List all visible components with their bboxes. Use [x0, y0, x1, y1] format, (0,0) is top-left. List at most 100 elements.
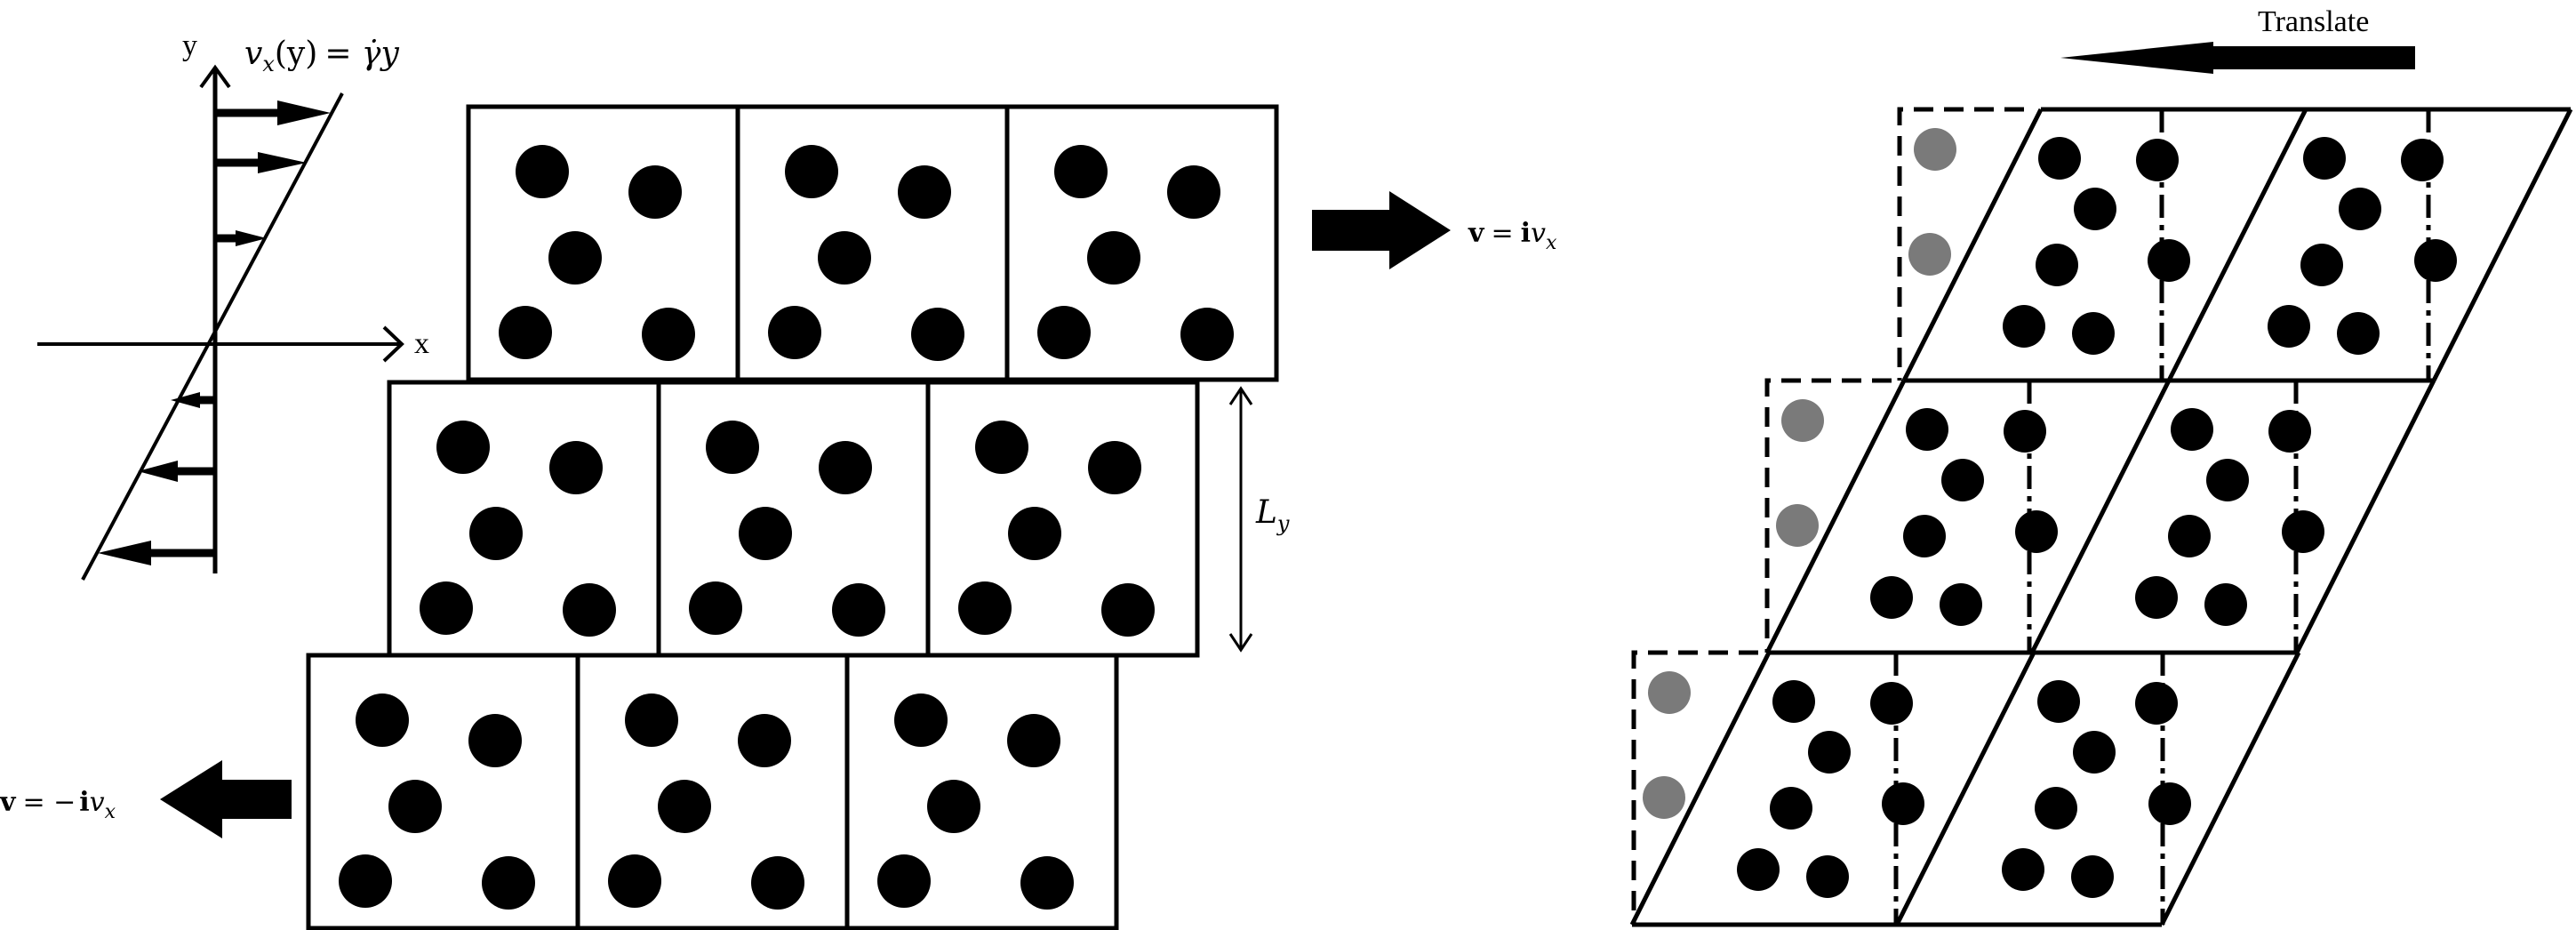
particle [2038, 137, 2081, 180]
particle [339, 854, 392, 908]
particle [2204, 583, 2247, 626]
particle [356, 693, 409, 747]
particle [1941, 459, 1984, 501]
particle [1903, 515, 1946, 557]
particle [1772, 680, 1815, 723]
particle [548, 231, 602, 285]
particle [499, 306, 552, 359]
image-particle [1643, 776, 1685, 819]
image-particle [1914, 128, 1956, 171]
sheared-cell-edge [2294, 379, 2436, 654]
periodic-box [575, 653, 850, 930]
particle [1088, 441, 1141, 494]
bottom-row-velocity-arrow [160, 760, 292, 838]
particle [2135, 682, 2178, 725]
sheared-cell-grid [1629, 107, 2573, 927]
particle [2268, 410, 2311, 453]
periodic-box [306, 653, 580, 930]
particle [436, 421, 490, 474]
boundary-particle [1882, 782, 1924, 825]
boundary-particle [2148, 239, 2190, 282]
particle [388, 780, 442, 833]
sheared-cell-edge [2431, 108, 2573, 382]
particle [549, 441, 603, 494]
particle [1008, 507, 1061, 560]
particle [420, 581, 473, 635]
periodic-box [466, 104, 740, 382]
translate-arrow [2060, 42, 2415, 74]
particle [2072, 312, 2115, 355]
particle [751, 856, 804, 910]
boundary-particle [2282, 510, 2324, 553]
particle [2339, 188, 2381, 230]
original-box-outline [1764, 378, 1892, 653]
periodic-box [1004, 104, 1279, 382]
particle [468, 714, 522, 767]
periodic-image-grid [306, 104, 1279, 930]
periodic-box [656, 380, 931, 658]
particle [563, 583, 616, 637]
box-height-dimension: Ly [1228, 386, 1290, 653]
particle [2074, 188, 2116, 230]
shear-equation: vx(y)= γ̇y [244, 36, 399, 76]
particle [689, 581, 742, 635]
particle [658, 780, 711, 833]
particle [2136, 139, 2179, 181]
sheared-cell-edge [1764, 379, 1907, 654]
particle [1870, 682, 1913, 725]
velocity-arrows [98, 100, 331, 565]
particle [738, 714, 791, 767]
particle [958, 581, 1012, 635]
particle [1770, 787, 1812, 830]
bottom-row-velocity-label: v= −ivx [0, 787, 116, 823]
sheared-cell-edge [2159, 651, 2301, 926]
particle [2036, 244, 2078, 286]
particle [819, 441, 872, 494]
x-axis-label: x [414, 327, 429, 360]
particle [1940, 583, 1982, 626]
particle [1020, 856, 1074, 910]
particle [2035, 787, 2077, 830]
particle [877, 854, 931, 908]
particle [2135, 576, 2178, 619]
particle [2300, 244, 2343, 286]
periodic-box [387, 380, 661, 658]
particle [894, 693, 948, 747]
particle [2171, 408, 2213, 451]
box-outline [1004, 104, 1279, 382]
original-box-outline [1631, 650, 1758, 925]
particle [1806, 855, 1849, 898]
image-particle [1908, 233, 1951, 276]
particle [628, 165, 682, 219]
particle [2168, 515, 2211, 557]
particle [768, 306, 821, 359]
particle [516, 145, 569, 198]
particle [1101, 583, 1155, 637]
particle [975, 421, 1028, 474]
particle [2002, 848, 2044, 891]
particle [818, 231, 871, 285]
shear-profile: x y vx(y)= γ̇y [37, 29, 429, 581]
image-particle [1648, 671, 1691, 714]
translate-label: Translate [2258, 5, 2369, 38]
sheared-cell-edge [2029, 379, 2172, 654]
sheared-cell-edge [1629, 651, 1772, 926]
sheared-cell-edge [1894, 651, 2036, 926]
top-row-velocity-arrow [1312, 191, 1451, 269]
particle [482, 856, 535, 910]
particle [2071, 855, 2114, 898]
particle [1180, 308, 1234, 361]
particle [2004, 410, 2046, 453]
sheared-cell-edge [1901, 108, 2044, 382]
periodic-box [735, 104, 1010, 382]
particle [1737, 848, 1780, 891]
particle [2337, 312, 2380, 355]
box-height-label: Ly [1255, 494, 1290, 536]
particle [2037, 680, 2080, 723]
top-row-velocity-label: v=ivx [1468, 218, 1557, 254]
particle [785, 145, 838, 198]
image-particle [1781, 399, 1824, 442]
sheared-cell-edge [2166, 108, 2308, 382]
y-axis-arrowhead [199, 64, 231, 89]
